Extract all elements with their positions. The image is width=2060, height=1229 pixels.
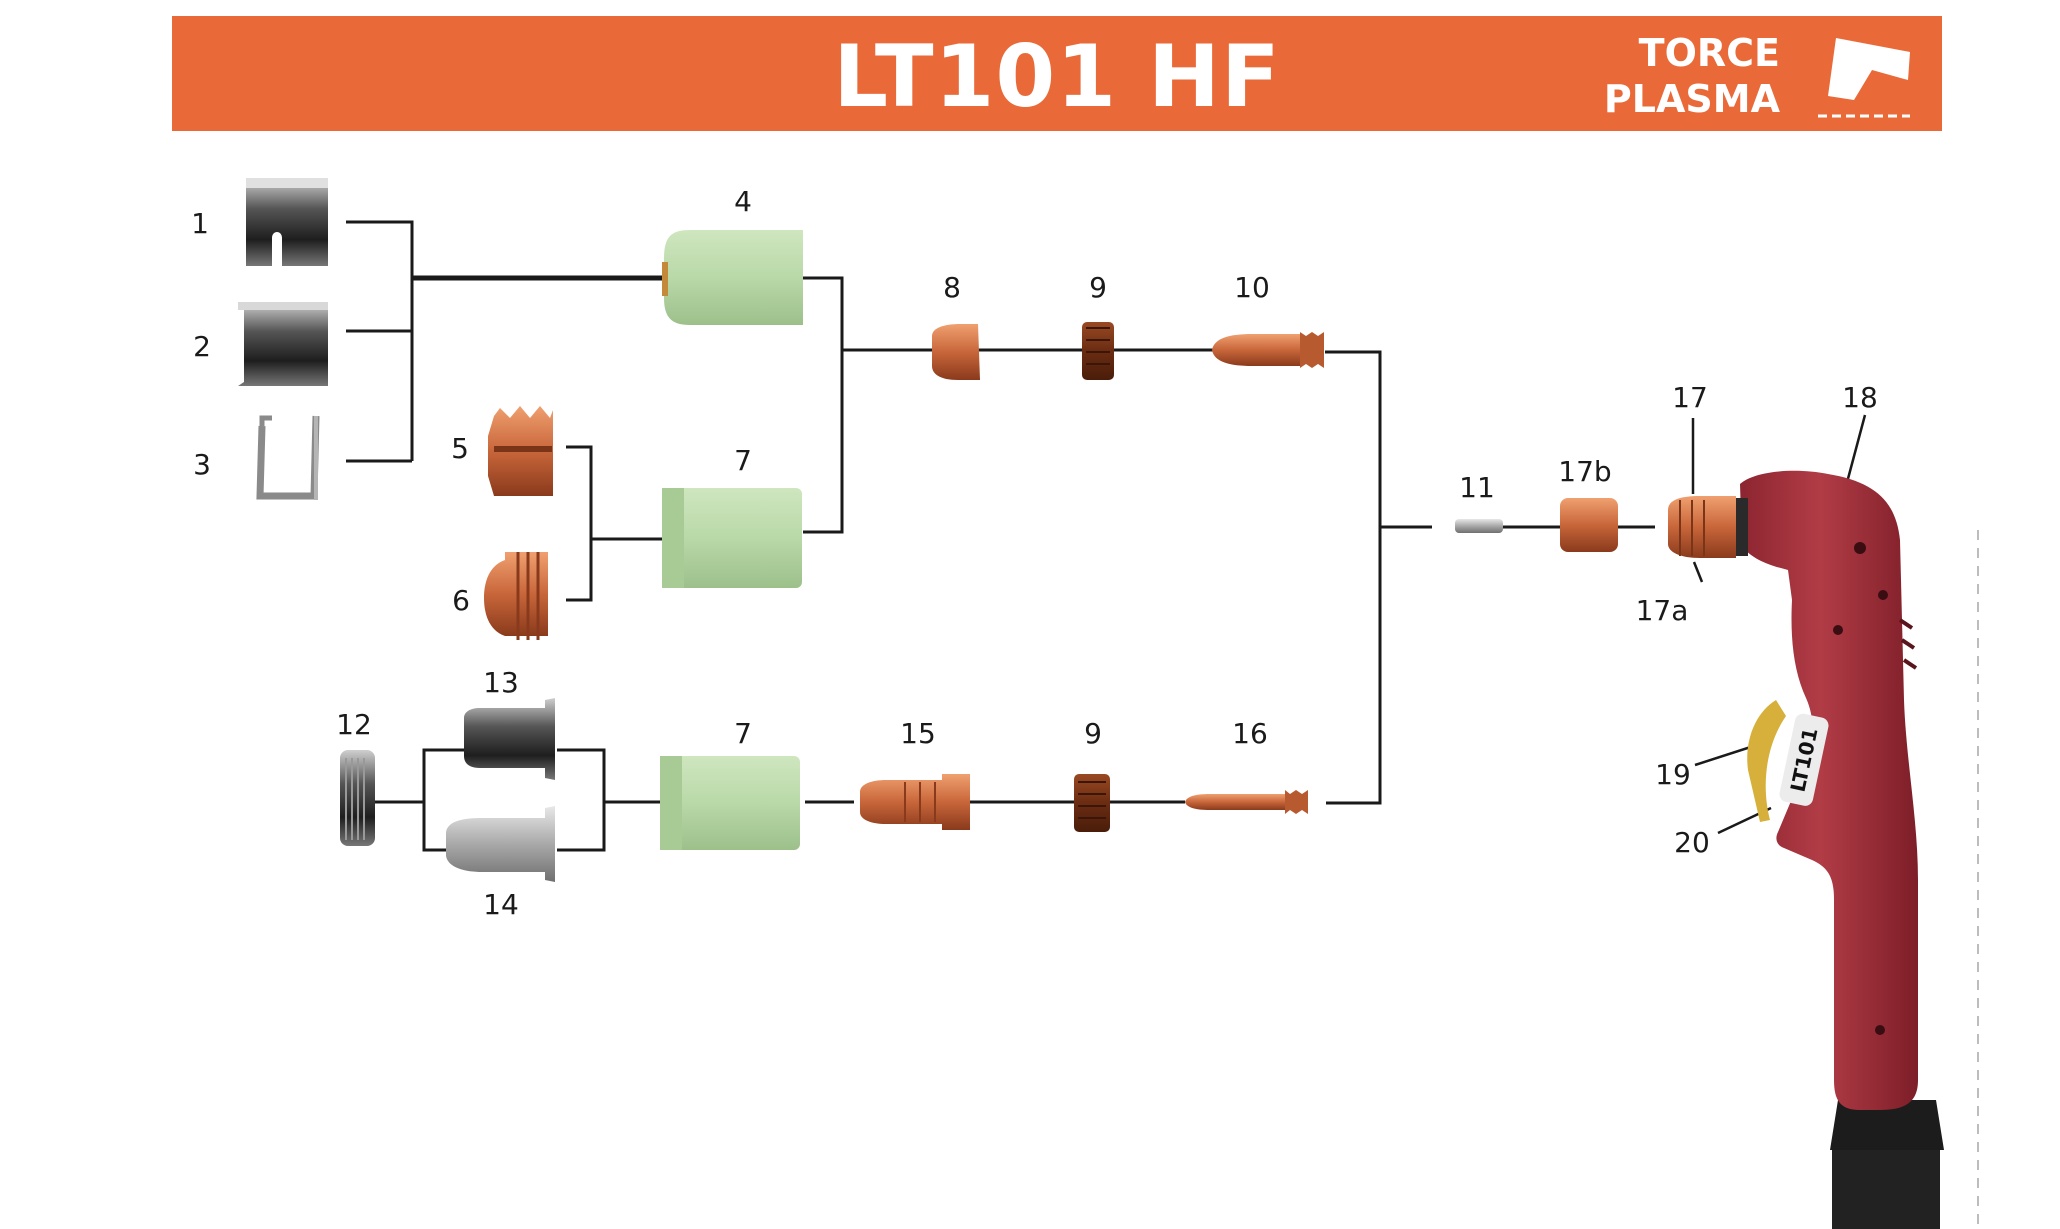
part-label-9b: 9 [1084,717,1102,750]
part-label-4: 4 [734,185,752,218]
torch-logo-icon [1818,38,1910,118]
part-label-15: 15 [900,717,936,750]
part-5-copper-nozzle [488,406,553,496]
part-label-18: 18 [1842,381,1878,414]
part-label-10: 10 [1234,271,1270,304]
part-17b-insulator [1560,498,1618,552]
torch-model-plate: LT101 [1779,713,1829,806]
part-label-8: 8 [943,271,961,304]
part-label-19: 19 [1655,758,1691,791]
part-16-electrode [1185,790,1308,814]
part-label-7b: 7 [734,717,752,750]
part-labels: 1 2 3 4 5 6 7 8 9 10 11 17b 17 18 17a 12… [191,185,1878,921]
part-label-17a: 17a [1636,594,1689,627]
part-label-20: 20 [1674,826,1710,859]
part-9-swirl-ring-a [1082,322,1114,380]
part-7-ceramic-cup-a [662,488,802,588]
part-2-shield-cap [238,302,328,386]
part-label-2: 2 [193,330,211,363]
part-9-swirl-ring-b [1074,774,1110,832]
part-12-retaining-nut [340,750,375,846]
part-8-tip [932,324,980,380]
part-6-copper-nozzle [484,552,548,640]
part-label-6: 6 [452,584,470,617]
part-10-electrode [1212,332,1324,368]
part-14-nozzle [446,806,555,882]
brand-line-2: PLASMA [1603,77,1780,121]
part-label-16: 16 [1232,717,1268,750]
connector-lines [346,220,1867,852]
part-15-tip [860,774,970,830]
torch-assembly: LT101 [1668,470,1979,1229]
part-label-17: 17 [1672,381,1708,414]
part-7-ceramic-cup-b [660,756,800,850]
part-label-11: 11 [1459,471,1495,504]
title-banner: LT101 HF TORCE PLASMA [172,16,1942,131]
part-label-5: 5 [451,432,469,465]
part-label-17b: 17b [1558,455,1611,488]
part-label-3: 3 [193,448,211,481]
part-label-13: 13 [483,666,519,699]
part-label-12: 12 [336,708,372,741]
part-4-swirl-ring-cup [662,230,803,325]
page-title: LT101 HF [833,27,1281,127]
part-label-9a: 9 [1089,271,1107,304]
part-label-7a: 7 [734,444,752,477]
brand-name: TORCE PLASMA [1604,30,1780,122]
part-label-14: 14 [483,888,519,921]
part-3-standoff-guide [256,415,320,500]
part-11-gas-tube [1455,519,1503,533]
part-13-shield [464,698,555,780]
part-1-drag-shield [246,178,328,266]
part-label-1: 1 [191,207,209,240]
brand-line-1: TORCE [1638,31,1780,75]
